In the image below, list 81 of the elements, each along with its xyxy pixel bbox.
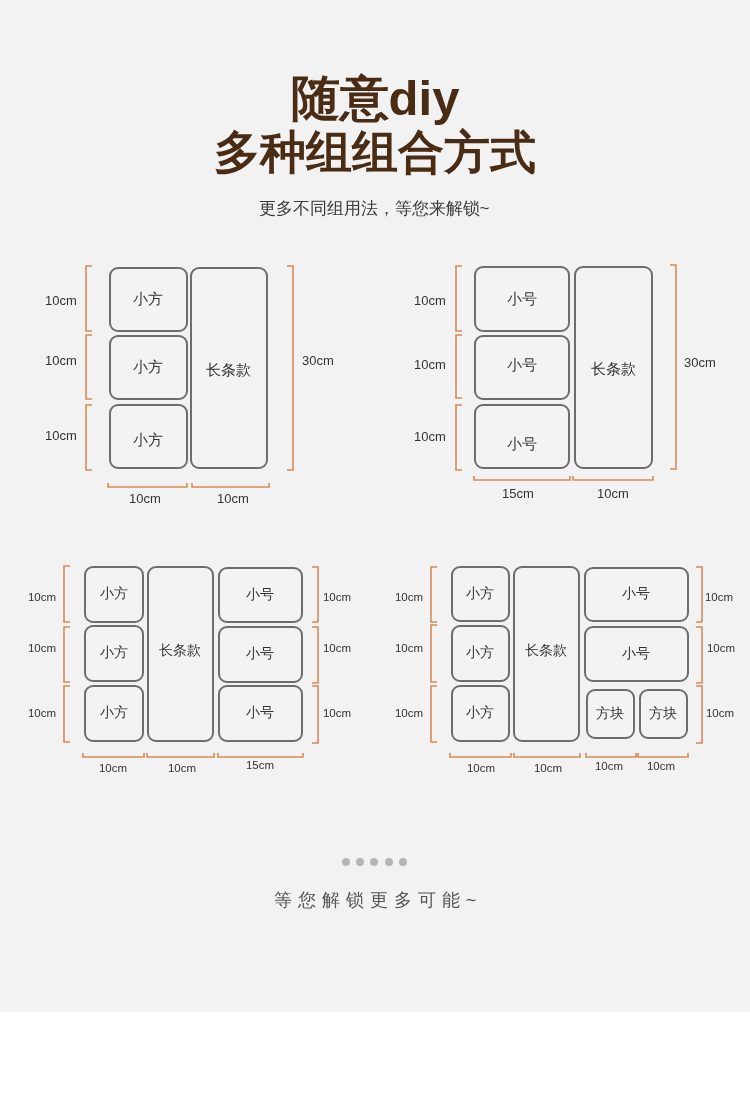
dimension-label: 30cm: [302, 353, 334, 369]
compartment-box: [84, 625, 144, 682]
compartment-label: 小号: [506, 356, 537, 374]
dimension-label: 10cm: [705, 706, 735, 720]
compartment-label: 长条款: [525, 642, 567, 659]
compartment-box: [451, 685, 510, 742]
compartment-box: [513, 566, 580, 742]
dimension-label: 15cm: [245, 758, 275, 772]
dimension-label: 10cm: [27, 590, 57, 604]
dimension-label: 10cm: [27, 706, 57, 720]
compartment-box: [586, 689, 635, 739]
compartment-box: [451, 566, 510, 622]
compartment-label: 小方: [466, 645, 494, 661]
dimension-label: 10cm: [414, 429, 446, 445]
dimension-label: 10cm: [706, 641, 736, 655]
compartment-label: 小号: [246, 705, 274, 721]
dimension-label: 10cm: [414, 293, 446, 309]
compartment-label: 小号: [622, 586, 650, 602]
compartment-label: 小方: [99, 586, 128, 602]
dimension-label: 10cm: [594, 759, 624, 773]
dimension-label: 10cm: [167, 761, 197, 775]
title: 多种组组合方式: [214, 126, 536, 178]
dimension-label: 10cm: [394, 590, 424, 604]
dimension-label: 10cm: [597, 486, 629, 502]
dimension-label: 10cm: [466, 761, 496, 775]
compartment-label: 长条款: [590, 360, 636, 378]
dimension-label: 10cm: [414, 357, 446, 373]
compartment-box: [451, 625, 510, 682]
compartment-box: [474, 266, 570, 332]
compartment-box: [584, 567, 689, 622]
subtitle: 更多不同组用法，等您来解锁~: [258, 199, 490, 219]
compartment-box: [109, 267, 188, 332]
compartment-label: 小号: [622, 645, 650, 662]
compartment-label: 方块: [649, 705, 677, 722]
dimension-label: 15cm: [502, 486, 534, 502]
dimension-label: 10cm: [322, 641, 352, 655]
compartment-label: 小方: [99, 645, 128, 661]
dimension-label: 10cm: [98, 761, 128, 775]
footer-text: 等您解锁更多可能~: [272, 891, 483, 911]
compartment-box: [147, 566, 214, 742]
dimension-label: 10cm: [704, 590, 734, 604]
dimension-label: 10cm: [394, 706, 424, 720]
dimension-label: 10cm: [45, 353, 77, 369]
dimension-label: 10cm: [27, 641, 57, 655]
dimension-label: 10cm: [322, 706, 352, 720]
compartment-box: [109, 335, 188, 400]
compartment-box: [218, 685, 303, 742]
dimension-label: 30cm: [684, 355, 716, 371]
compartment-label: 小方: [99, 705, 128, 721]
compartment-box: [84, 566, 144, 623]
compartment-box: [574, 266, 653, 469]
compartment-label: 小方: [466, 705, 494, 721]
dimension-label: 10cm: [533, 761, 563, 775]
compartment-box: [218, 626, 303, 683]
compartment-box: [474, 335, 570, 400]
compartment-box: [218, 567, 303, 623]
compartment-label: 长条款: [206, 361, 251, 378]
dimension-label: 10cm: [394, 641, 424, 655]
compartment-label: 方块: [596, 705, 624, 722]
compartment-box: [109, 404, 188, 469]
title: 随意diy: [290, 72, 460, 126]
compartment-label: 小号: [506, 435, 537, 453]
compartment-label: 小方: [466, 585, 494, 602]
compartment-label: 小号: [506, 290, 537, 307]
compartment-box: [84, 685, 144, 742]
dimension-label: 10cm: [45, 293, 77, 309]
dimension-label: 10cm: [322, 590, 352, 604]
dimension-label: 10cm: [217, 491, 249, 507]
compartment-label: 长条款: [159, 642, 201, 659]
dimension-label: 10cm: [45, 428, 77, 444]
compartment-box: [639, 689, 688, 739]
compartment-label: 小方: [133, 431, 163, 449]
dimension-label: 10cm: [646, 759, 676, 773]
compartment-label: 小号: [246, 586, 274, 603]
compartment-label: 小方: [133, 290, 163, 308]
dimension-label: 10cm: [129, 491, 161, 507]
compartment-box: [190, 267, 268, 469]
compartment-box: [584, 626, 689, 682]
compartment-box: [474, 404, 570, 469]
compartment-label: 小号: [246, 646, 274, 662]
compartment-label: 小方: [133, 358, 163, 376]
